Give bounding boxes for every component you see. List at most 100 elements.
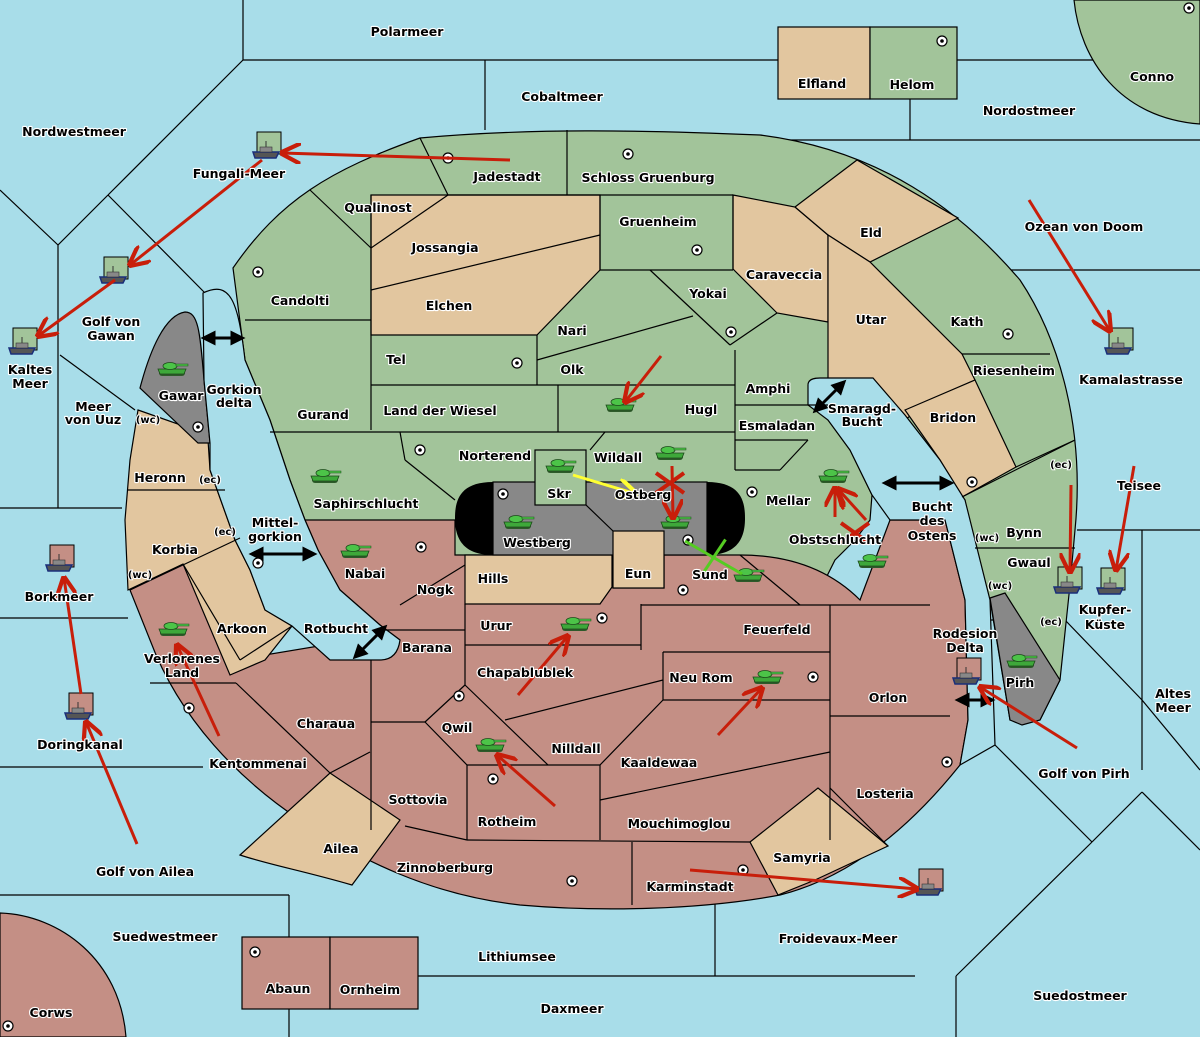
sea-label-gorkion-delta-2[interactable]: delta [215, 394, 253, 411]
land-label-hills[interactable]: Hills [477, 570, 510, 587]
land-label-land-der-wiesel[interactable]: Land der Wiesel [382, 402, 497, 419]
sea-label-bucht-des-ostens-2[interactable]: des [918, 512, 945, 529]
region-eld[interactable] [794, 159, 960, 263]
region-elfland[interactable] [777, 26, 871, 100]
sea-label-cobaltmeer[interactable]: Cobaltmeer [520, 88, 605, 105]
land-label-nilldall[interactable]: Nilldall [550, 740, 601, 757]
land-label-nogk[interactable]: Nogk [416, 581, 455, 598]
land-label-saphirschlucht[interactable]: Saphirschlucht [312, 495, 419, 512]
land-label-neu-rom[interactable]: Neu Rom [668, 669, 734, 686]
land-label-hugl[interactable]: Hugl [684, 401, 719, 418]
sea-label-suedostmeer[interactable]: Suedostmeer [1032, 987, 1129, 1004]
land-label-verlorenes-land-2[interactable]: Land [164, 664, 200, 681]
region-corws[interactable] [0, 912, 127, 1037]
land-label-kentommenai[interactable]: Kentommenai [208, 755, 308, 772]
sea-label-golf-von-pirh[interactable]: Golf von Pirh [1037, 765, 1131, 782]
land-label-gruenheim[interactable]: Gruenheim [618, 213, 698, 230]
sea-label-kaltes-meer-1[interactable]: Kaltes [7, 361, 54, 378]
sea-label-kupfer-kueste-2[interactable]: Küste [1084, 616, 1126, 633]
land-label-gawar[interactable]: Gawar [157, 387, 205, 404]
land-label-esmaladan[interactable]: Esmaladan [738, 417, 817, 434]
sea-label-ozean-von-doom[interactable]: Ozean von Doom [1024, 218, 1145, 235]
fleet-ship-icon[interactable] [64, 692, 94, 720]
sea-label-fungali-meer[interactable]: Fungali-Meer [192, 165, 287, 182]
land-label-candolti[interactable]: Candolti [270, 292, 331, 309]
land-label-schloss-gruenburg[interactable]: Schloss Gruenburg [580, 169, 715, 186]
land-label-arkoon[interactable]: Arkoon [216, 620, 268, 637]
land-label-gurand[interactable]: Gurand [296, 406, 350, 423]
land-label-westberg[interactable]: Westberg [502, 534, 572, 551]
sea-label-altes-meer-2[interactable]: Meer [1154, 699, 1193, 716]
land-label-riesenheim[interactable]: Riesenheim [972, 362, 1056, 379]
land-label-zinnoberburg[interactable]: Zinnoberburg [396, 859, 494, 876]
land-label-abaun[interactable]: Abaun [264, 980, 311, 997]
region-ailea[interactable] [238, 772, 401, 886]
sea-label-polarmeer[interactable]: Polarmeer [370, 23, 446, 40]
land-label-charaua[interactable]: Charaua [296, 715, 357, 732]
land-label-bynn[interactable]: Bynn [1005, 524, 1043, 541]
sea-label-rotbucht[interactable]: Rotbucht [303, 620, 370, 637]
land-label-wildall[interactable]: Wildall [593, 449, 644, 466]
land-label-kaaldewaa[interactable]: Kaaldewaa [620, 754, 699, 771]
fleet-ship-icon[interactable] [1053, 566, 1083, 594]
region-gawar[interactable] [139, 311, 211, 444]
land-label-norterend[interactable]: Norterend [458, 447, 532, 464]
land-label-mellar[interactable]: Mellar [765, 492, 812, 509]
sea-label-rodesion-delta-1[interactable]: Rodesion [931, 625, 998, 642]
sea-label-meer-von-uuz-1[interactable]: Meer [74, 398, 113, 415]
land-label-nari[interactable]: Nari [556, 322, 588, 339]
land-label-elfland[interactable]: Elfland [797, 75, 848, 92]
land-label-elchen[interactable]: Elchen [425, 297, 474, 314]
land-label-eld[interactable]: Eld [859, 224, 883, 241]
sea-label-lithiumsee[interactable]: Lithiumsee [477, 948, 557, 965]
land-label-caraveccia[interactable]: Caraveccia [745, 266, 824, 283]
sea-label-suedwestmeer[interactable]: Suedwestmeer [111, 928, 219, 945]
fleet-ship-icon[interactable] [45, 544, 75, 572]
fleet-ship-icon[interactable] [1104, 327, 1134, 355]
fleet-ship-icon[interactable] [8, 327, 38, 355]
sea-label-golf-von-ailea[interactable]: Golf von Ailea [95, 863, 195, 880]
land-label-nabai[interactable]: Nabai [344, 565, 387, 582]
sea-label-nordostmeer[interactable]: Nordostmeer [982, 102, 1077, 119]
sea-label-gorkion-delta-1[interactable]: Gorkion [205, 381, 262, 398]
sea-label-kaltes-meer-2[interactable]: Meer [11, 375, 50, 392]
land-label-sottovia[interactable]: Sottovia [387, 791, 448, 808]
sea-label-teisee[interactable]: Teisee [1116, 477, 1162, 494]
land-label-rotheim[interactable]: Rotheim [476, 813, 537, 830]
land-label-pirh[interactable]: Pirh [1005, 674, 1036, 691]
land-label-utar[interactable]: Utar [855, 311, 889, 328]
sea-label-mittelgorkion-2[interactable]: gorkion [247, 528, 303, 545]
land-label-mouchimoglou[interactable]: Mouchimoglou [626, 815, 731, 832]
land-label-conno[interactable]: Conno [1129, 68, 1176, 85]
land-label-eun[interactable]: Eun [624, 565, 653, 582]
sea-label-daxmeer[interactable]: Daxmeer [539, 1000, 605, 1017]
land-label-tel[interactable]: Tel [385, 351, 407, 368]
fleet-ship-icon[interactable] [252, 131, 282, 159]
fleet-ship-icon[interactable] [1096, 567, 1126, 595]
land-label-jossangia[interactable]: Jossangia [409, 239, 479, 256]
sea-label-doringkanal[interactable]: Doringkanal [36, 736, 124, 753]
land-label-orlon[interactable]: Orlon [868, 689, 909, 706]
sea-label-froidevaux-meer[interactable]: Froidevaux-Meer [778, 930, 900, 947]
sea-label-bucht-des-ostens-3[interactable]: Ostens [906, 527, 957, 544]
land-label-corws[interactable]: Corws [28, 1004, 73, 1021]
land-label-barana[interactable]: Barana [401, 639, 453, 656]
land-label-verlorenes-land-1[interactable]: Verlorenes [143, 650, 221, 667]
region-conno[interactable] [1073, 0, 1200, 125]
land-label-ostberg[interactable]: Ostberg [614, 486, 673, 503]
land-label-heronn[interactable]: Heronn [133, 469, 187, 486]
sea-label-kupfer-kueste-1[interactable]: Kupfer- [1078, 601, 1133, 618]
sea-label-borkmeer[interactable]: Borkmeer [24, 588, 96, 605]
land-label-skr[interactable]: Skr [546, 485, 573, 502]
land-label-karminstadt[interactable]: Karminstadt [645, 878, 734, 895]
land-label-qualinost[interactable]: Qualinost [343, 199, 413, 216]
sea-label-golf-von-gawan-2[interactable]: Gawan [86, 327, 136, 344]
sea-label-smaragd-bucht-2[interactable]: Bucht [841, 413, 884, 430]
region-ornheim[interactable] [329, 936, 419, 1010]
land-label-sund[interactable]: Sund [691, 566, 729, 583]
sea-label-nordwestmeer[interactable]: Nordwestmeer [21, 123, 128, 140]
land-label-helom[interactable]: Helom [888, 76, 935, 93]
sea-label-bucht-des-ostens-1[interactable]: Bucht [911, 498, 954, 515]
sea-label-kamalastrasse[interactable]: Kamalastrasse [1078, 371, 1184, 388]
land-label-losteria[interactable]: Losteria [855, 785, 915, 802]
